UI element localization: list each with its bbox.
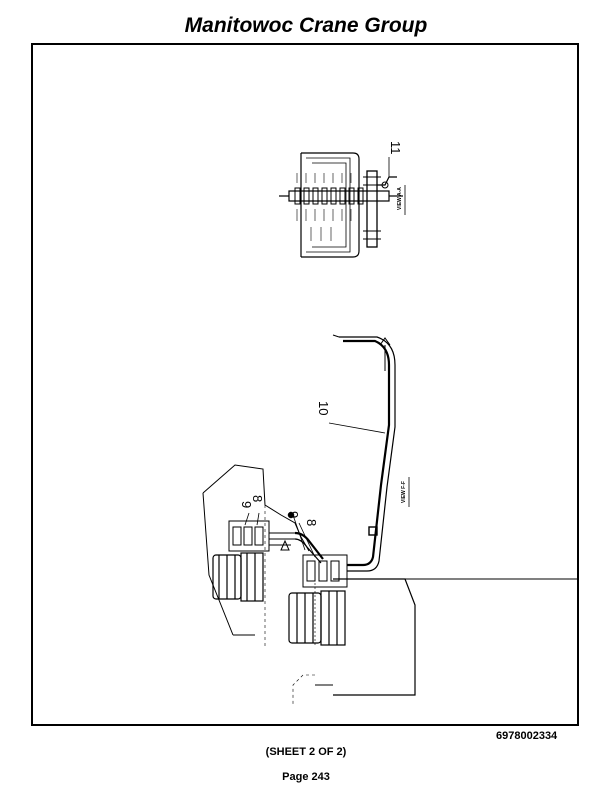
view-ff-detail: VIEW F-F 10 9 8 9 8 — [202, 334, 577, 705]
page-header-title: Manitowoc Crane Group — [184, 14, 428, 37]
callout-11: 11 — [388, 141, 403, 155]
view-aa-detail: VIEW A-A 11 — [279, 141, 406, 258]
sheet-label: (SHEET 2 OF 2) — [265, 746, 347, 758]
view-aa-label: VIEW A-A — [397, 187, 403, 210]
callout-8-upper: 8 — [250, 495, 265, 502]
callout-9-upper: 9 — [239, 501, 254, 508]
callout-10: 10 — [316, 401, 331, 415]
callout-9-lower: 9 — [286, 511, 301, 518]
document-number: 6978002334 — [496, 730, 558, 742]
page-number: Page 243 — [282, 771, 330, 783]
drawing-frame: VIEW A-A 11 — [31, 43, 579, 726]
callout-8-lower: 8 — [304, 519, 319, 526]
technical-drawing: VIEW A-A 11 — [202, 141, 577, 705]
view-ff-label: VIEW F-F — [401, 481, 407, 503]
